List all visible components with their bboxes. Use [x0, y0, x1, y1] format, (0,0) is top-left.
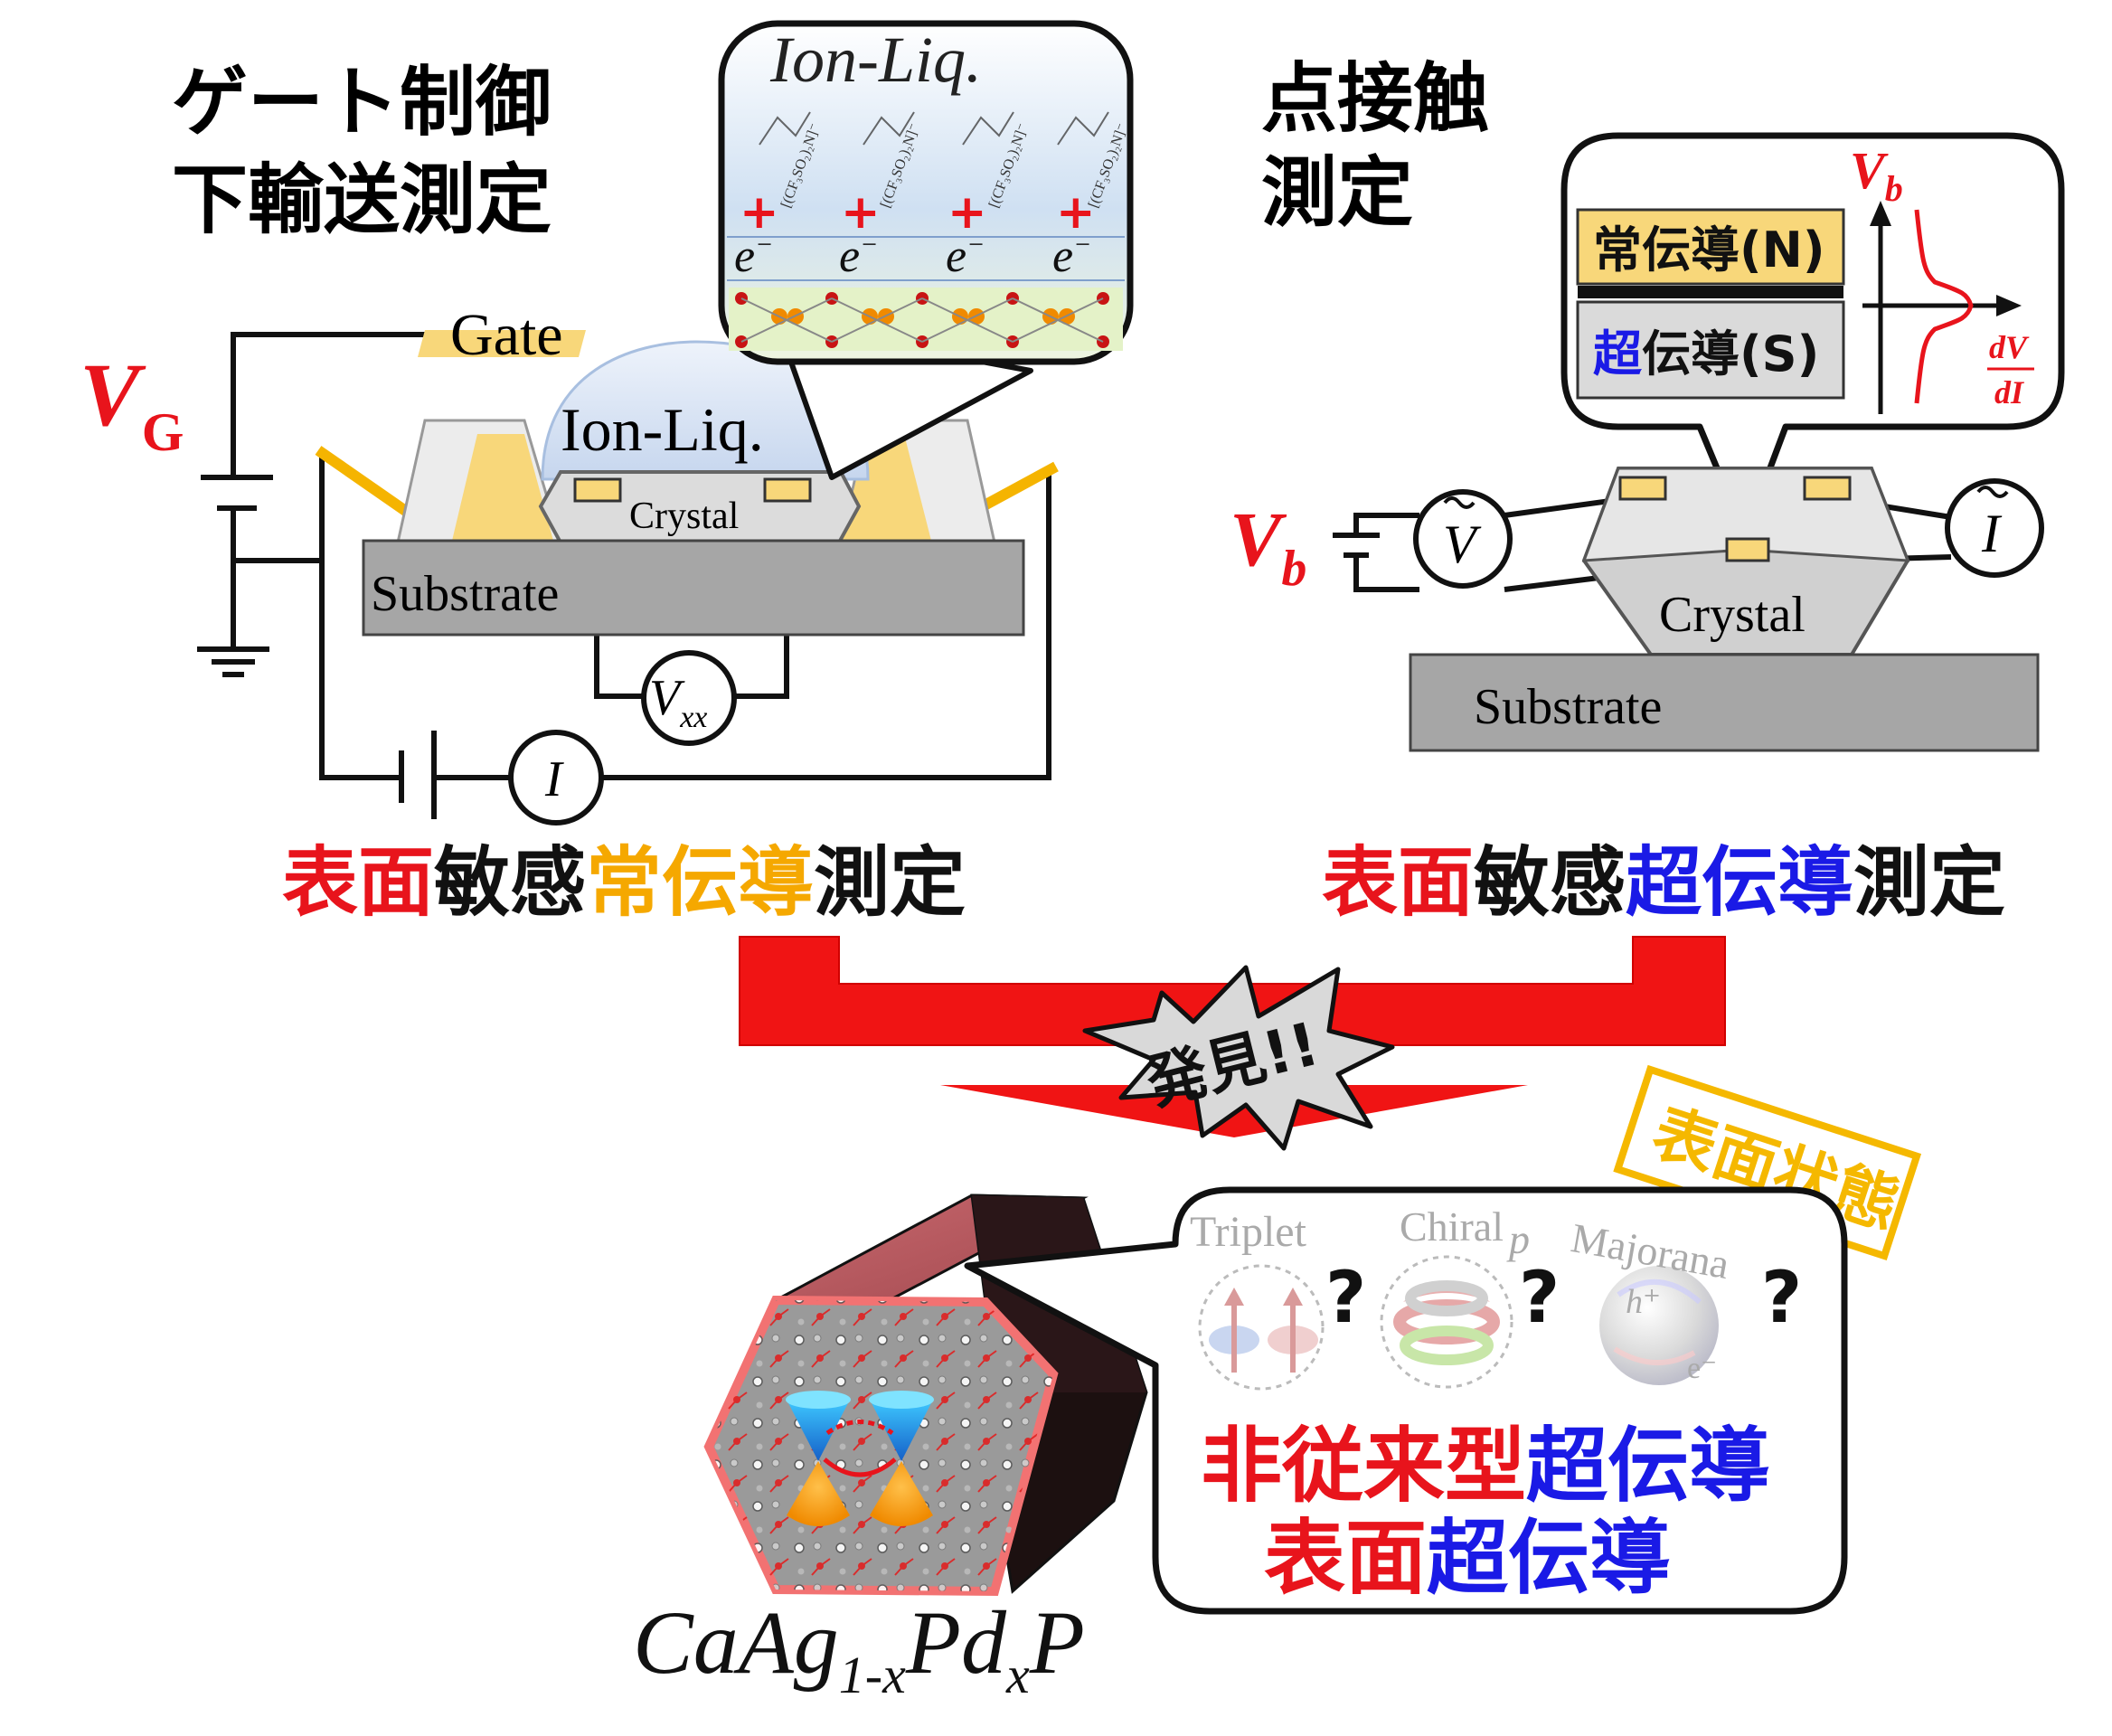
current-meter-label: I	[544, 751, 564, 807]
discovery-burst	[1082, 965, 1395, 1151]
svg-text:+: +	[740, 185, 779, 240]
right-caption: 表面敏感超伝導測定	[1322, 838, 2005, 927]
vxx-meter	[641, 650, 737, 746]
triplet-pictogram	[1198, 1264, 1325, 1391]
lattice-atoms	[729, 288, 1123, 351]
i-tilde-label: I	[1981, 504, 2003, 563]
left-caption: 表面敏感常伝導測定	[282, 838, 966, 927]
didv-curve	[1914, 209, 1974, 404]
vxx-contact-left	[573, 477, 622, 503]
tip-contact	[1725, 537, 1770, 562]
chiral-pictogram	[1380, 1255, 1513, 1389]
left-crystal-label: Crystal	[629, 495, 739, 537]
electron-row: e− e− e− e−	[734, 230, 1091, 282]
pc-contact-right	[1803, 476, 1852, 501]
cation-row: + + + +	[740, 185, 1096, 240]
i-tilde-meter	[1945, 478, 2044, 578]
right-panel: 点接触 測定 常伝導(N) 超伝導(S) Vb dV dI Vb	[1230, 54, 2065, 927]
gate-circuit	[197, 332, 1051, 819]
v-tilde-meter	[1413, 489, 1513, 589]
right-substrate-label: Substrate	[1474, 679, 1662, 735]
right-title-line1: 点接触	[1261, 54, 1489, 143]
interface-layer	[1578, 286, 1843, 298]
right-substrate	[1409, 653, 2040, 752]
super-layer-label: 超伝導(S)	[1593, 326, 1819, 382]
e-minus-label: e⁻	[1687, 1352, 1717, 1385]
v-tilde-label: V	[1443, 514, 1482, 574]
vxx-contact-right	[763, 477, 812, 503]
svg-text:e−: e−	[1052, 230, 1091, 282]
left-pad-gold	[452, 434, 553, 541]
question-marks: ? ? ?	[1325, 1258, 1802, 1339]
dirac-cones	[786, 1391, 934, 1526]
merge-arrow: 発見!!	[739, 936, 1726, 1151]
didv-den: dI	[1994, 374, 2025, 410]
vb-label: Vb	[1230, 495, 1306, 597]
material-formula: CaAg1-xPdxP	[633, 1592, 1085, 1704]
vb-axis-label: Vb	[1850, 141, 1903, 209]
normal-layer	[1576, 208, 1845, 286]
svg-text:+: +	[948, 185, 987, 240]
vxx-meter-label: Vxx	[649, 670, 707, 734]
didv-plot: Vb dV dI	[1850, 141, 2034, 414]
svg-text:?: ?	[1325, 1258, 1366, 1339]
majorana-pictogram: h⁺ e⁻	[1599, 1266, 1719, 1385]
pc-contact-left	[1618, 476, 1667, 501]
left-title-line1: ゲート制御	[172, 58, 552, 146]
svg-text:e−: e−	[734, 230, 773, 282]
right-crystal-label: Crystal	[1659, 587, 1806, 643]
ionic-liquid-inset: Ion-Liq. + + + + [(CF₃SO₂)₂N]⁻ [(CF₃SO₂)…	[718, 20, 1134, 365]
h-plus-label: h⁺	[1626, 1283, 1661, 1321]
svg-text:e−: e−	[946, 230, 985, 282]
super-layer	[1576, 300, 1845, 400]
current-meter	[508, 730, 604, 826]
inset-title: Ion-Liq.	[769, 24, 982, 96]
right-title-line2: 測定	[1261, 148, 1413, 237]
svg-text:?: ?	[1519, 1258, 1560, 1339]
ion-liquid-label: Ion-Liq.	[561, 395, 764, 464]
gate-electrode	[418, 330, 586, 357]
bubble-line1: 非従来型超伝導	[1201, 1419, 1770, 1514]
left-title-line2: 下輸送測定	[172, 156, 552, 244]
didv-num: dV	[1989, 329, 2030, 365]
svg-text:e−: e−	[839, 230, 878, 282]
left-substrate-label: Substrate	[371, 566, 559, 622]
svg-text:+: +	[1056, 185, 1096, 240]
gate-label: Gate	[450, 302, 563, 368]
left-panel: ゲート制御 下輸送測定 VG I Vxx	[80, 20, 1134, 927]
svg-text:?: ?	[1761, 1258, 1802, 1339]
hexagonal-crystal	[703, 1194, 1148, 1597]
normal-layer-label: 常伝導(N)	[1593, 222, 1825, 278]
left-substrate	[362, 539, 1025, 637]
bubble-line2: 表面超伝導	[1264, 1511, 1671, 1606]
vg-label: VG	[80, 344, 184, 462]
svg-text:+: +	[841, 185, 881, 240]
triplet-label: Triplet	[1190, 1208, 1307, 1256]
